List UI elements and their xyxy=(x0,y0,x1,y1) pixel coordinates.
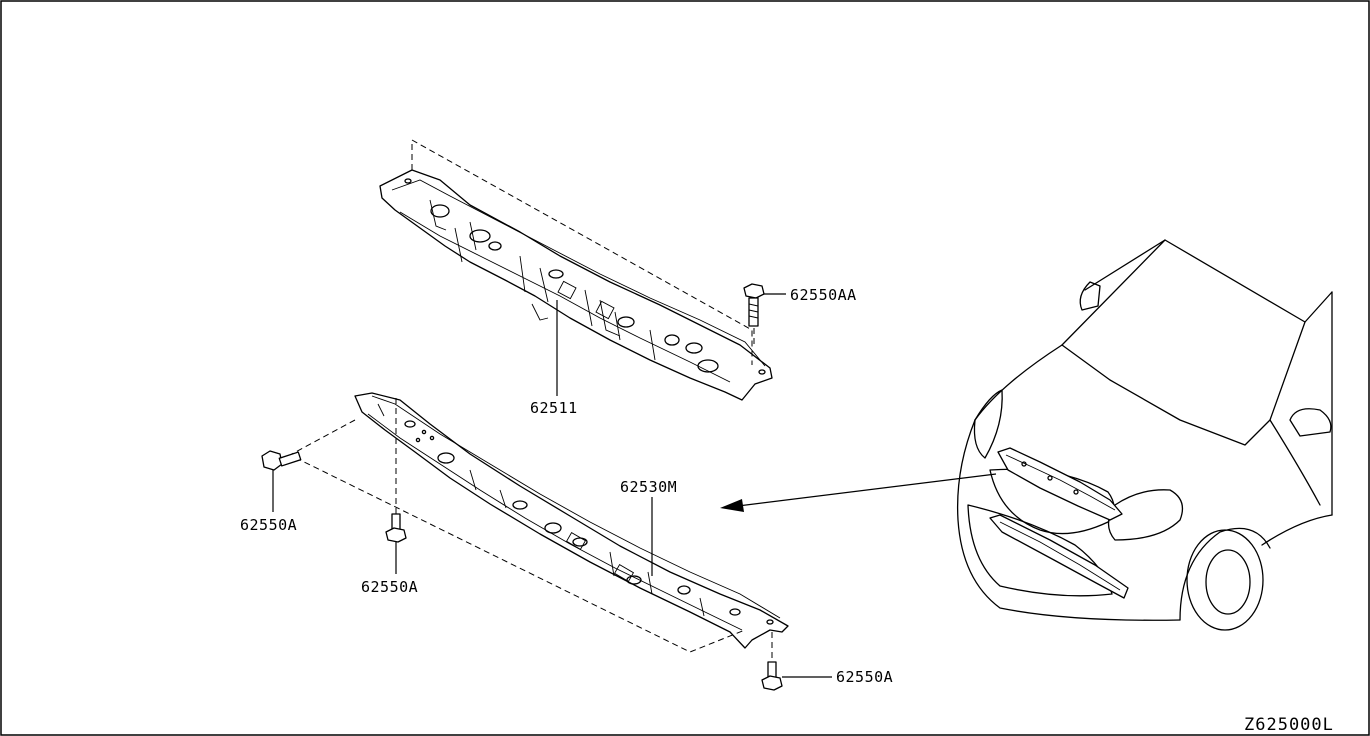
label-bolt-left: 62550A xyxy=(240,516,297,534)
bolt-right xyxy=(761,632,783,691)
locator-arrow xyxy=(720,473,997,512)
diagram-reference-code: Z625000L xyxy=(1244,715,1334,735)
alignment-dashed-lower xyxy=(288,419,746,653)
label-bolt-center: 62550A xyxy=(361,578,418,596)
label-bolt-upper: 62550AA xyxy=(790,286,857,304)
alignment-dashed-upper xyxy=(411,139,753,365)
vehicle-locator-illustration xyxy=(956,239,1333,631)
upper-radiator-core-support xyxy=(379,169,773,401)
bolt-center xyxy=(385,513,407,543)
bolt-upper xyxy=(743,283,765,345)
bolt-left xyxy=(261,450,302,471)
label-lower-support: 62530M xyxy=(620,478,677,496)
lower-radiator-core-support xyxy=(354,392,789,649)
label-bolt-right: 62550A xyxy=(836,668,893,686)
label-upper-support: 62511 xyxy=(530,399,578,417)
